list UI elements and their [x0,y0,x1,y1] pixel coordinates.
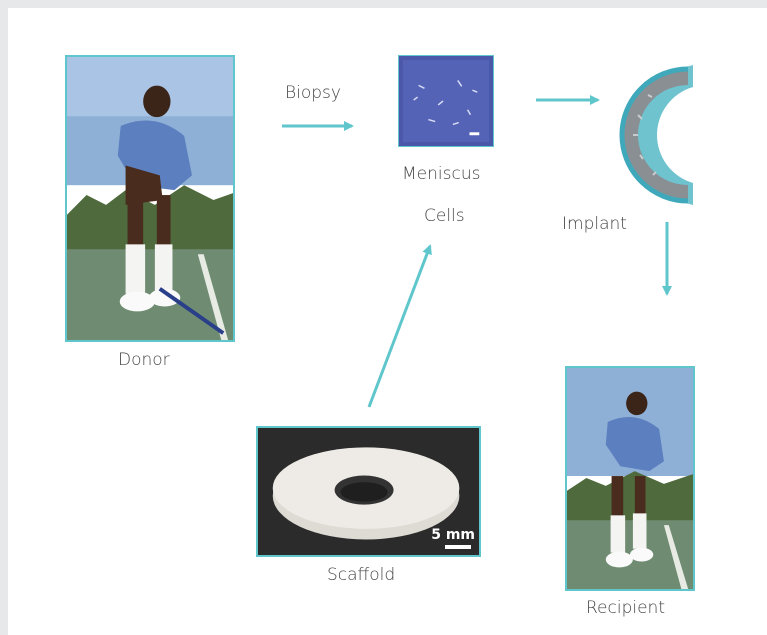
meniscus-cells-image [398,55,494,147]
meniscus-label-line2: Cells [424,206,465,226]
scale-bar [445,545,471,549]
meniscus-label-line1: Meniscus [402,164,480,184]
implant-label: Implant [562,214,627,234]
recipient-label: Recipient [586,598,665,618]
scaffold-photo: 5 mm [256,426,481,557]
implant-image [608,55,698,215]
biopsy-label: Biopsy [285,83,341,103]
donor-label: Donor [118,350,170,370]
scale-bar-label: 5 mm [431,527,475,543]
donor-photo [65,55,235,342]
scaffold-label: Scaffold [327,565,395,585]
recipient-photo [565,366,695,591]
